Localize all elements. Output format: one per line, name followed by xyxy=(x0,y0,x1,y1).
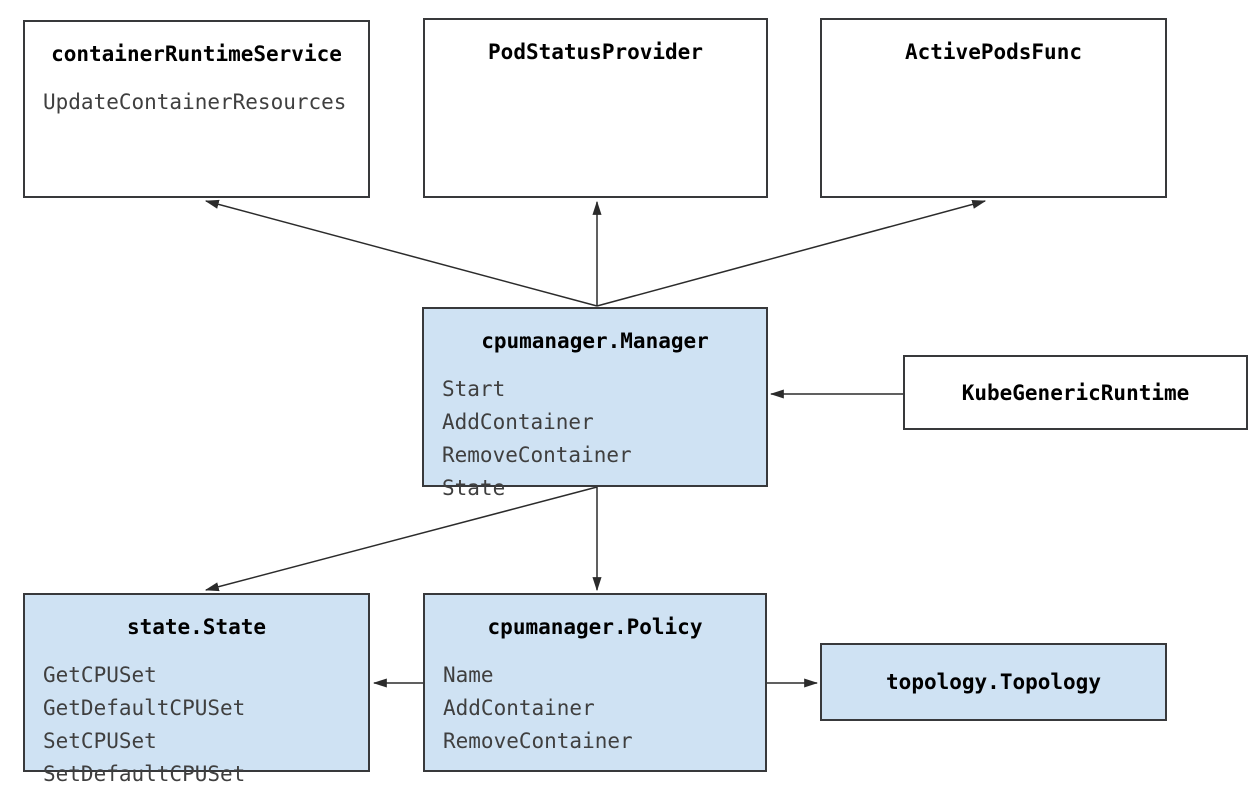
method-line: RemoveContainer xyxy=(443,729,633,753)
box-title-state-state: state.State xyxy=(126,615,267,639)
box-methods-container-runtime-service: UpdateContainerResources xyxy=(43,86,350,119)
method-line: Name xyxy=(443,663,494,687)
box-title-cpumanager-manager: cpumanager.Manager xyxy=(481,329,709,353)
method-line: AddContainer xyxy=(442,410,594,434)
box-topology-topology: topology.Topology xyxy=(820,643,1167,721)
method-line: AddContainer xyxy=(443,696,595,720)
method-line: UpdateContainerResources xyxy=(43,90,347,114)
box-title-active-pods-func: ActivePodsFunc xyxy=(904,40,1082,64)
method-line: RemoveContainer xyxy=(442,443,632,467)
arrow-manager-to-container-runtime-service xyxy=(204,199,598,307)
method-line: State xyxy=(442,476,506,500)
box-title-kube-generic-runtime: KubeGenericRuntime xyxy=(961,380,1190,405)
arrow-manager-to-active-pods-func xyxy=(596,199,987,307)
method-line: GetCPUSet xyxy=(43,663,157,687)
box-container-runtime-service: containerRuntimeService UpdateContainerR… xyxy=(23,20,370,198)
box-active-pods-func: ActivePodsFunc xyxy=(820,18,1167,198)
box-title-cpumanager-policy: cpumanager.Policy xyxy=(487,615,703,639)
box-pod-status-provider: PodStatusProvider xyxy=(423,18,768,198)
method-line: SetCPUSet xyxy=(43,729,157,753)
box-title-pod-status-provider: PodStatusProvider xyxy=(488,40,703,64)
box-kube-generic-runtime: KubeGenericRuntime xyxy=(903,355,1248,430)
box-title-topology-topology: topology.Topology xyxy=(886,670,1101,694)
method-line: GetDefaultCPUSet xyxy=(43,696,246,720)
method-line: Start xyxy=(442,377,506,401)
box-title-container-runtime-service: containerRuntimeService xyxy=(51,42,342,66)
method-line: SetDefaultCPUSet xyxy=(43,762,246,786)
